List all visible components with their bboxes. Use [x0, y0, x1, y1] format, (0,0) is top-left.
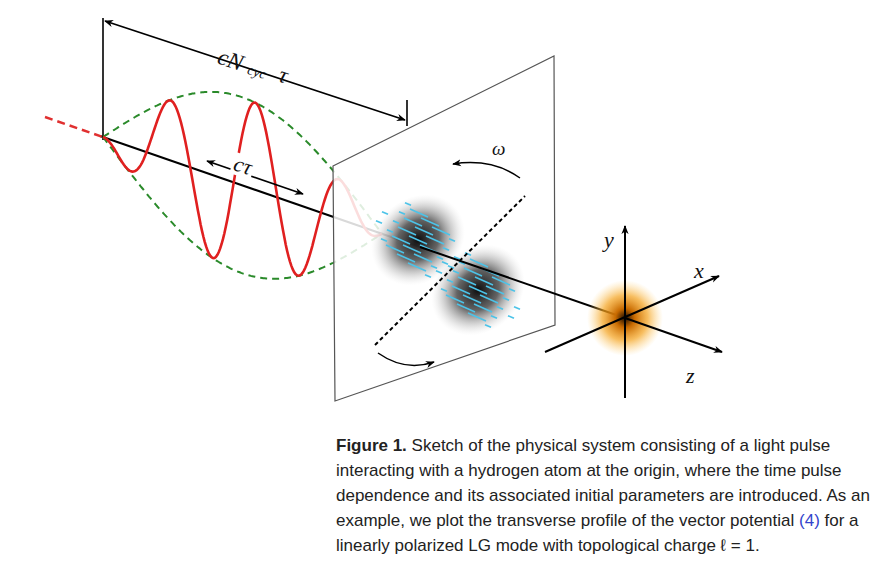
polarization-stroke: [514, 307, 520, 310]
polarization-stroke: [381, 239, 387, 242]
polarization-stroke: [442, 262, 448, 265]
polarization-stroke: [463, 295, 481, 303]
polarization-stroke: [491, 316, 497, 319]
polarization-stroke: [426, 236, 444, 244]
figure-caption: Figure 1. Sketch of the physical system …: [336, 433, 876, 558]
period-arrow: [207, 161, 303, 194]
intensity-lobe: [413, 226, 544, 355]
polarization-stroke: [497, 307, 503, 310]
pulse-lead: [45, 117, 103, 137]
polarization-stroke: [469, 286, 487, 294]
polarization-stroke: [431, 266, 437, 269]
polarization-stroke: [436, 271, 442, 274]
polarization-stroke: [446, 295, 464, 303]
rotation-arc: [453, 163, 520, 178]
dimension-label: τ: [276, 63, 291, 87]
rotation-line: [375, 196, 525, 345]
dimension-arrow: [105, 21, 405, 120]
polarization-stroke: [398, 227, 416, 235]
polarization-strokes: [376, 203, 520, 328]
polarization-stroke: [393, 221, 399, 224]
polarization-stroke: [475, 277, 493, 285]
polarization-stroke: [503, 298, 509, 301]
rotation-arc: [378, 353, 434, 365]
axis-label: y: [604, 229, 614, 251]
polarization-stroke: [425, 275, 431, 278]
polarization-stroke: [437, 257, 443, 260]
extension-line: [406, 100, 408, 126]
polarization-stroke: [386, 245, 404, 253]
polarization-stroke: [415, 227, 433, 235]
polarization-stroke: [409, 236, 427, 244]
polarization-stroke: [457, 304, 475, 312]
polarization-stroke: [397, 254, 415, 262]
dimension-subscript: cyc: [246, 63, 268, 82]
pulse-wave: [45, 92, 382, 279]
polarization-stroke: [414, 254, 432, 262]
polarization-stroke: [458, 277, 476, 285]
axis-label: x: [694, 260, 704, 282]
polarization-stroke: [485, 325, 491, 328]
polarization-stroke: [382, 212, 388, 215]
polarization-stroke: [443, 248, 449, 251]
polarization-stroke: [410, 209, 428, 217]
extension-line: [102, 18, 104, 140]
polarization-stroke: [449, 239, 455, 242]
dimension-label: cN: [215, 45, 246, 75]
polarization-stroke: [441, 289, 447, 292]
polarization-stroke: [509, 289, 515, 292]
polarization-stroke: [408, 263, 426, 271]
polarization-stroke: [486, 286, 504, 294]
polarization-stroke: [474, 304, 492, 312]
polarization-stroke: [480, 295, 498, 303]
polarization-stroke: [452, 286, 470, 294]
polarization-stroke: [421, 218, 439, 226]
polarization-stroke: [448, 266, 454, 269]
polarization-stroke: [376, 221, 382, 224]
polarization-stroke: [464, 268, 482, 276]
polarization-stroke: [447, 280, 453, 283]
polarization-stroke: [392, 236, 410, 244]
polarization-stroke: [387, 230, 393, 233]
transverse-plane: [333, 56, 555, 401]
axis-label: z: [686, 365, 695, 387]
x-axis: [545, 276, 719, 352]
polarization-stroke: [453, 271, 459, 274]
rotation-label: ω: [490, 139, 507, 158]
polarization-stroke: [404, 218, 422, 226]
polarization-stroke: [508, 316, 514, 319]
z-axis: [625, 318, 722, 352]
polarization-stroke: [432, 227, 450, 235]
y-axis: [624, 226, 626, 398]
period-label: cτ: [229, 152, 256, 180]
polarization-stroke: [403, 245, 421, 253]
polarization-stroke: [468, 313, 486, 321]
polarization-stroke: [399, 212, 405, 215]
polarization-stroke: [405, 203, 411, 206]
